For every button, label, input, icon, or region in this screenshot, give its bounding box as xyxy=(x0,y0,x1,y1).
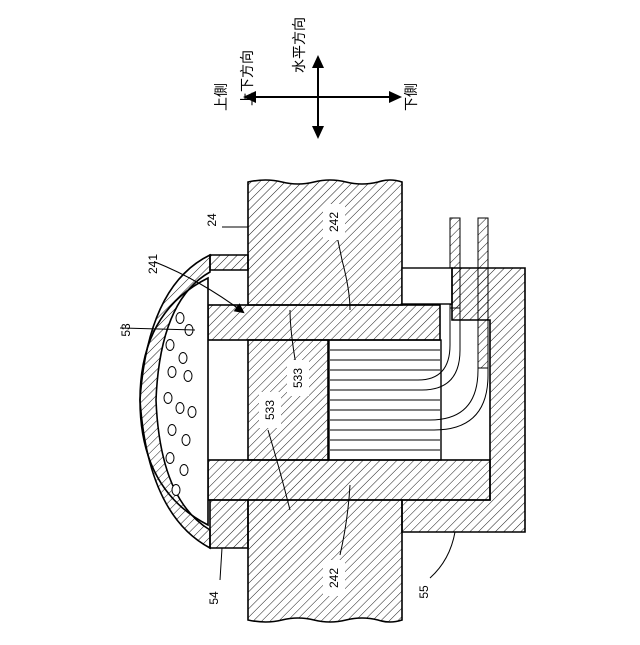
flange-lower-54 xyxy=(210,500,248,548)
label-53: 53 xyxy=(119,323,133,337)
label-55: 55 xyxy=(417,585,431,599)
wall-block-upper xyxy=(248,180,402,305)
label-533-a: 533 xyxy=(291,368,305,388)
label-242-bottom: 242 xyxy=(327,568,341,588)
label-533-b: 533 xyxy=(263,400,277,420)
label-24: 24 xyxy=(205,213,219,227)
spacer-block xyxy=(402,268,452,304)
horizontal-direction-label: 水平方向 xyxy=(291,17,307,73)
leader-55 xyxy=(430,532,455,578)
arrow-head-top xyxy=(312,55,324,68)
lower-side-label: 下側 xyxy=(403,83,419,111)
direction-indicator: 上下方向 水平方向 上側 下側 xyxy=(213,17,419,139)
label-242-top: 242 xyxy=(327,212,341,232)
label-241: 241 xyxy=(146,254,160,274)
flange-upper xyxy=(210,255,248,270)
rod-upper-533 xyxy=(208,305,440,340)
leader-54 xyxy=(220,548,222,580)
arrow-head-lower-side xyxy=(389,91,402,103)
label-54: 54 xyxy=(207,591,221,605)
vertical-direction-label: 上下方向 xyxy=(239,50,255,106)
section-view: 24 241 242 53 533 533 242 54 55 xyxy=(119,180,525,622)
arrow-head-bottom xyxy=(312,126,324,139)
upper-side-label: 上側 xyxy=(213,83,229,111)
